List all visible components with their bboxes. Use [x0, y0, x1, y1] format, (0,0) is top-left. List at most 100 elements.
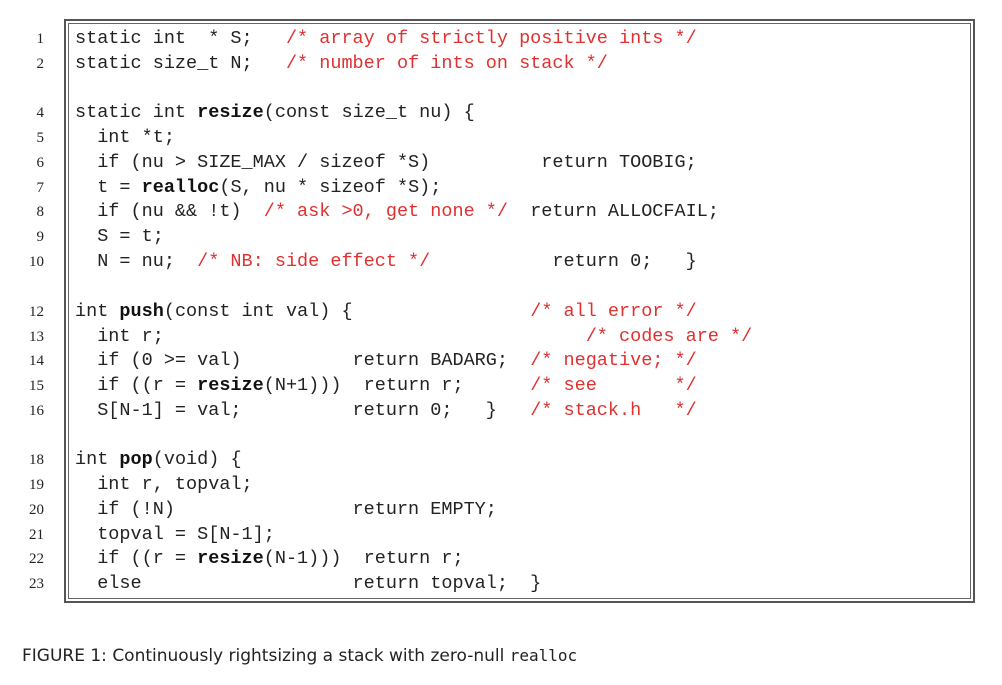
code-comment: /* ask >0, get none */	[263, 201, 508, 222]
code-line: 14 if (0 >= val) return BADARG; /* negat…	[0, 349, 980, 373]
code-comment: /* negative; */	[530, 350, 697, 371]
figure-caption: FIGURE 1: Continuously rightsizing a sta…	[22, 646, 577, 666]
code-line: 7 t = realloc(S, nu * sizeof *S);	[0, 176, 980, 200]
code-listing-inner-border	[68, 23, 971, 599]
code-line: 23 else return topval; }	[0, 572, 980, 596]
code-token: t =	[75, 177, 142, 198]
code-text: static int resize(const size_t nu) {	[75, 101, 475, 125]
code-token: (N-1))) return r;	[263, 548, 464, 569]
line-number: 7	[36, 180, 45, 196]
function-name: push	[119, 301, 164, 322]
line-number: 13	[29, 329, 44, 345]
code-text: S[N-1] = val; return 0; } /* stack.h */	[75, 399, 697, 423]
line-number: 8	[36, 204, 45, 220]
code-text: topval = S[N-1];	[75, 523, 275, 547]
code-token: return 0; }	[430, 251, 697, 272]
line-number: 23	[29, 576, 44, 592]
code-text: static int * S; /* array of strictly pos…	[75, 27, 697, 51]
function-name: realloc	[141, 177, 220, 198]
code-token: int	[75, 301, 120, 322]
code-line: 19 int r, topval;	[0, 473, 980, 497]
line-number: 19	[29, 477, 44, 493]
code-line: 15 if ((r = resize(N+1))) return r; /* s…	[0, 374, 980, 398]
line-number: 21	[29, 527, 44, 543]
code-comment: /* NB: side effect */	[197, 251, 431, 272]
code-text: S = t;	[75, 225, 164, 249]
caption-code: realloc	[509, 646, 578, 665]
code-text: if (!N) return EMPTY;	[75, 498, 497, 522]
code-token: int r, topval;	[75, 474, 253, 495]
code-line: 4 static int resize(const size_t nu) {	[0, 101, 980, 125]
code-text: int r; /* codes are */	[75, 325, 752, 349]
code-line: 1 static int * S; /* array of strictly po…	[0, 27, 980, 51]
code-token: if ((r =	[75, 375, 198, 396]
code-line: 9 S = t;	[0, 225, 980, 249]
code-text: if ((r = resize(N+1))) return r; /* see …	[75, 374, 697, 398]
code-token: if (nu > SIZE_MAX / sizeof *S) return TO…	[75, 152, 697, 173]
function-name: pop	[119, 449, 153, 470]
line-number: 4	[36, 105, 45, 121]
code-line: 12 int push(const int val) { /* all error…	[0, 300, 980, 324]
line-number: 1	[36, 31, 45, 47]
line-number: 2	[36, 56, 45, 72]
code-line: 8 if (nu && !t) /* ask >0, get none */ r…	[0, 200, 980, 224]
code-line: 6 if (nu > SIZE_MAX / sizeof *S) return …	[0, 151, 980, 175]
code-comment: /* codes are */	[585, 326, 753, 347]
code-token: (const int val) {	[163, 301, 531, 322]
code-listing-frame	[64, 19, 975, 603]
code-token: static size_t N;	[75, 53, 286, 74]
code-comment: /* all error */	[530, 301, 697, 322]
code-text: t = realloc(S, nu * sizeof *S);	[75, 176, 441, 200]
code-comment: /* stack.h */	[530, 400, 697, 421]
code-text: else return topval; }	[75, 572, 541, 596]
code-text: if (nu && !t) /* ask >0, get none */ ret…	[75, 200, 719, 224]
code-token: (const size_t nu) {	[263, 102, 475, 123]
code-token: static int * S;	[75, 28, 286, 49]
line-number: 20	[29, 502, 44, 518]
code-comment: /* see */	[530, 375, 697, 396]
code-line: 16 S[N-1] = val; return 0; } /* stack.h …	[0, 399, 980, 423]
caption-text: FIGURE 1: Continuously rightsizing a sta…	[22, 646, 510, 666]
line-number: 10	[29, 254, 44, 270]
code-text: int push(const int val) { /* all error *…	[75, 300, 697, 324]
code-token: return ALLOCFAIL;	[507, 201, 719, 222]
line-number: 15	[29, 378, 44, 394]
line-number: 6	[36, 155, 45, 171]
code-text: if (0 >= val) return BADARG; /* negative…	[75, 349, 697, 373]
code-token: static int	[75, 102, 198, 123]
line-number: 22	[29, 551, 44, 567]
code-line: 5 int *t;	[0, 126, 980, 150]
code-line: 13 int r; /* codes are */	[0, 325, 980, 349]
line-number: 12	[29, 304, 44, 320]
code-line: 20 if (!N) return EMPTY;	[0, 498, 980, 522]
code-token: (N+1))) return r;	[263, 375, 531, 396]
code-token: S = t;	[75, 226, 164, 247]
line-number: 16	[29, 403, 44, 419]
code-token: int	[75, 449, 120, 470]
code-token: (S, nu * sizeof *S);	[219, 177, 442, 198]
code-line: 21 topval = S[N-1];	[0, 523, 980, 547]
code-text: N = nu; /* NB: side effect */ return 0; …	[75, 250, 697, 274]
code-token: topval = S[N-1];	[75, 524, 275, 545]
code-line: 10 N = nu; /* NB: side effect */ return …	[0, 250, 980, 274]
code-token: if (nu && !t)	[75, 201, 264, 222]
code-token: int r;	[75, 326, 586, 347]
function-name: resize	[197, 375, 264, 396]
function-name: resize	[197, 548, 264, 569]
line-number: 9	[36, 229, 45, 245]
code-token: if ((r =	[75, 548, 198, 569]
code-text: int *t;	[75, 126, 175, 150]
code-text: int r, topval;	[75, 473, 253, 497]
line-number: 5	[36, 130, 45, 146]
code-token: if (0 >= val) return BADARG;	[75, 350, 531, 371]
code-token: else return topval; }	[75, 573, 542, 594]
code-line: 22 if ((r = resize(N-1))) return r;	[0, 547, 980, 571]
function-name: resize	[197, 102, 264, 123]
line-number: 14	[29, 353, 44, 369]
code-token: int *t;	[75, 127, 175, 148]
code-text: if (nu > SIZE_MAX / sizeof *S) return TO…	[75, 151, 697, 175]
code-token: S[N-1] = val; return 0; }	[75, 400, 531, 421]
code-text: int pop(void) {	[75, 448, 242, 472]
